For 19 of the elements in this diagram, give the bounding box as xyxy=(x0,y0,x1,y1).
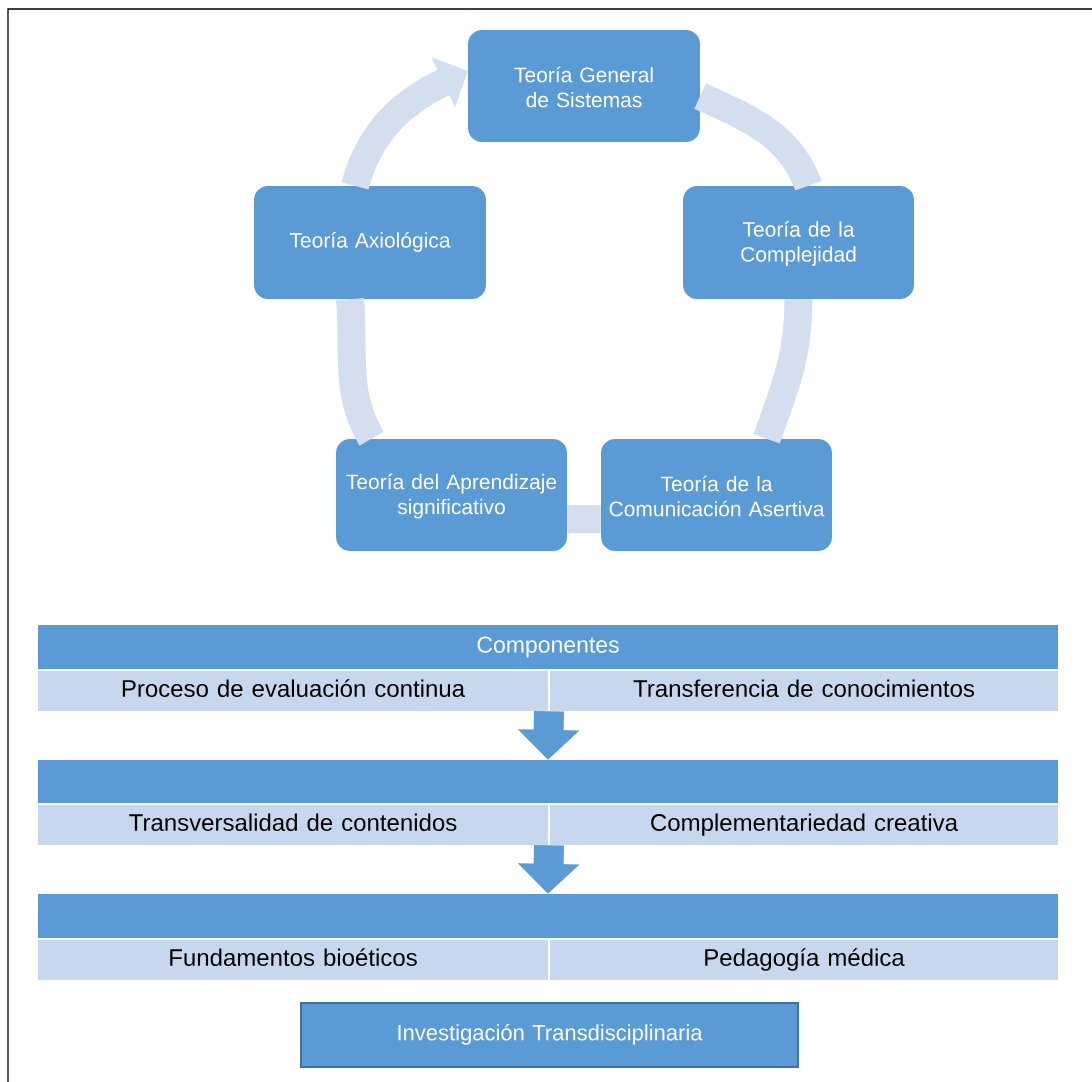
table-cell: Transversalidad de contenidos xyxy=(38,805,548,845)
rounded-box: Teoría de la Complejidad xyxy=(683,186,914,299)
node-label: Transversalidad de contenidos xyxy=(129,813,457,832)
header-bar: Componentes xyxy=(38,625,1058,669)
node-label: Pedagogía médica xyxy=(705,948,905,971)
node-label: Proceso de evaluación continua xyxy=(122,679,466,698)
node-label: Transferencia de conocimientos xyxy=(633,679,975,698)
rounded-box: Teoría del Aprendizaje significativo xyxy=(336,439,567,551)
table-cell: Transferencia de conocimientos xyxy=(550,671,1058,711)
node-label: Fundamentos bioéticos xyxy=(170,948,417,967)
process-box: Investigación Transdisciplinaria xyxy=(300,1002,799,1068)
rounded-box: Teoría de la Comunicación Asertiva xyxy=(601,439,832,551)
table-cell: Fundamentos bioéticos xyxy=(38,940,548,980)
rounded-box: Teoría Axiológica xyxy=(254,186,486,299)
table-cell: Proceso de evaluación continua xyxy=(38,671,548,711)
rounded-box: Teoría General de Sistemas xyxy=(468,30,700,142)
node-label: Complementariedad creativa xyxy=(651,813,959,836)
table-cell: Pedagogía médica xyxy=(550,940,1058,980)
table-cell: Complementariedad creativa xyxy=(550,805,1058,845)
